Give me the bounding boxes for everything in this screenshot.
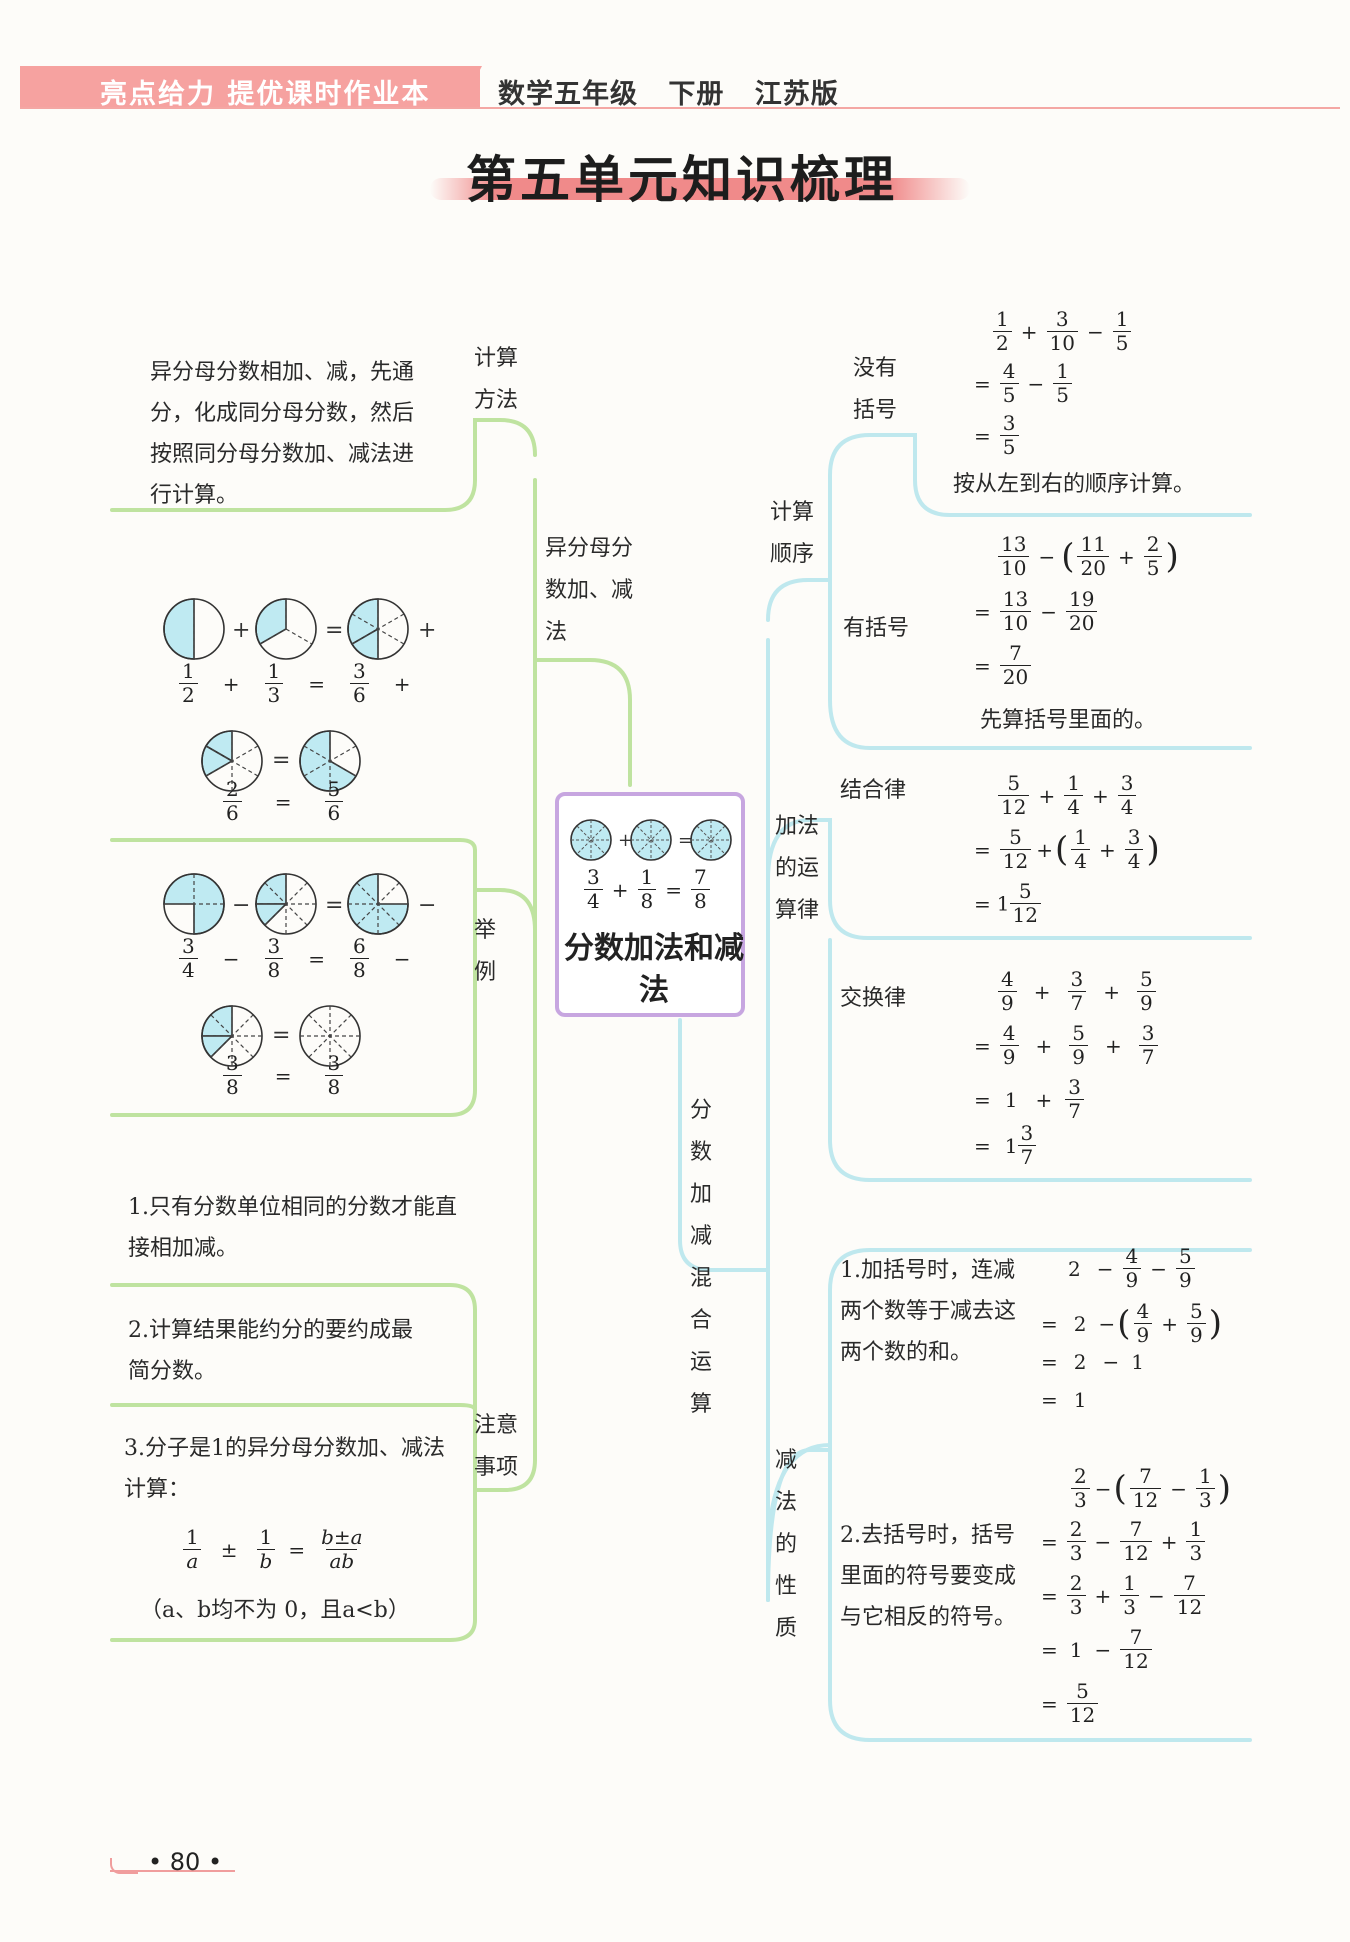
svg-text:=: =	[272, 1023, 290, 1048]
center-title: 分数加法和减法	[564, 931, 744, 1008]
note-3-condition: （a、b均不为 0，且a<b）	[140, 1598, 410, 1623]
page-title: 第五单元知识梳理	[466, 151, 898, 209]
page-number: • 80 •	[148, 1848, 223, 1876]
label-calc-order: 计算顺序	[770, 500, 815, 567]
svg-text:=: =	[325, 893, 343, 918]
paren-text: 先算括号里面的。	[980, 708, 1157, 733]
label-unlike-denominators: 异分母分数加、减法	[545, 536, 634, 645]
header-band-edge	[460, 66, 482, 108]
sub2-text: 2.去括号时，括号里面的符号要变成与它相反的符号。	[840, 1523, 1017, 1630]
header-series-title: 亮点给力 提优课时作业本	[100, 79, 431, 110]
label-calc-method: 计算方法	[474, 346, 519, 413]
sub1-text: 1.加括号时，连减两个数等于减去这两个数的和。	[840, 1258, 1017, 1365]
label-notes: 注意事项	[474, 1413, 519, 1480]
note-1: 1.只有分数单位相同的分数才能直接相加减。	[128, 1195, 457, 1261]
no-paren-text: 按从左到右的顺序计算。	[953, 472, 1196, 497]
label-examples: 举例	[474, 918, 497, 985]
label-with-paren: 有括号	[843, 616, 910, 641]
sub1-line3: =2−1	[1041, 1350, 1144, 1374]
label-associative: 结合律	[840, 778, 907, 803]
note-3-text: 3.分子是1的异分母分数加、减法计算：	[124, 1436, 445, 1502]
svg-text:−: −	[232, 893, 250, 918]
label-mixed-ops: 分数加减混合运算	[690, 1098, 713, 1417]
svg-text:=: =	[325, 618, 343, 643]
title-brush-stroke	[430, 178, 970, 200]
svg-text:=: =	[272, 748, 290, 773]
svg-text:+: +	[232, 618, 250, 643]
header-band	[20, 66, 480, 108]
label-no-paren: 没有括号	[853, 356, 898, 423]
example1-circles: + = + =	[163, 598, 436, 792]
label-subtraction-property: 减法的性质	[775, 1448, 798, 1641]
svg-text:−: −	[418, 893, 436, 918]
sub1-line4: =1	[1041, 1388, 1087, 1412]
header-book-info: 数学五年级 下册 江苏版	[498, 79, 839, 110]
header-line	[20, 107, 1340, 109]
label-commutative: 交换律	[840, 986, 907, 1011]
example2-circles: − = − =	[163, 873, 436, 1067]
svg-text:+: +	[618, 830, 633, 851]
label-addition-laws: 加法的运算律	[775, 814, 820, 923]
svg-text:+: +	[418, 618, 436, 643]
page-number-underline	[110, 1870, 235, 1872]
center-circle-diagrams: +=	[570, 819, 732, 861]
method-text: 异分母分数相加、减，先通分，化成同分母分数，然后按照同分母分数加、减法进行计算。	[150, 360, 415, 508]
svg-text:=: =	[678, 830, 693, 851]
note-2: 2.计算结果能约分的要约成最简分数。	[128, 1318, 413, 1384]
page-number-decoration	[110, 1858, 138, 1874]
